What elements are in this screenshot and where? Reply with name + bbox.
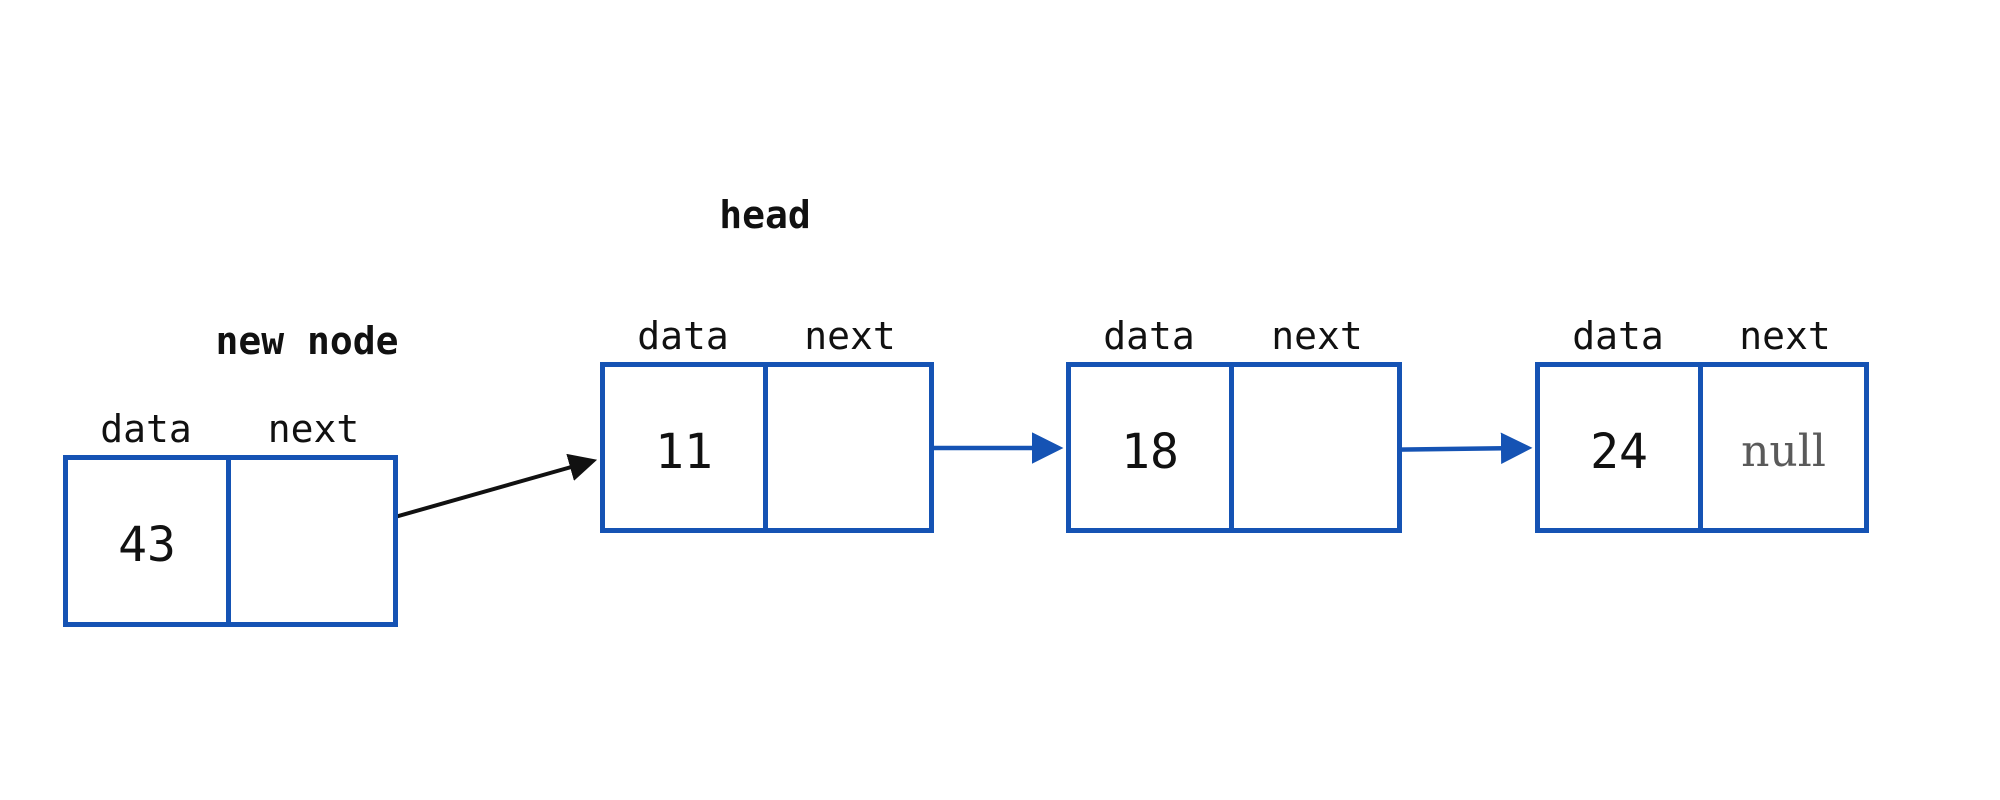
field-label-data: data (1572, 314, 1664, 358)
new-node: data next 43 (63, 405, 398, 627)
node1-field-labels: data next (600, 312, 934, 356)
node2-field-labels: data next (1066, 312, 1402, 356)
head-label: head (719, 193, 811, 237)
new-node-field-labels: data next (63, 405, 398, 449)
node1-next-cell (768, 367, 929, 528)
node2-next-cell (1234, 367, 1397, 528)
node3-field-labels: data next (1535, 312, 1869, 356)
new-node-next-cell (231, 460, 393, 622)
node3-null-value: null (1741, 425, 1826, 477)
field-label-data: data (100, 407, 192, 451)
field-label-next: next (267, 407, 360, 451)
new-node-data-value: 43 (118, 517, 176, 573)
node3-data-cell: 24 (1540, 367, 1703, 528)
node2-data-cell: 18 (1071, 367, 1234, 528)
node3-data-value: 24 (1590, 423, 1648, 480)
field-label-next: next (1271, 314, 1363, 358)
new-node-label: new node (215, 319, 399, 363)
field-label-next: next (1739, 314, 1831, 358)
list-node-1: data next 11 (600, 312, 934, 533)
field-label-data: data (1103, 314, 1195, 358)
new-node-data-cell: 43 (68, 460, 231, 622)
node2-box: 18 (1066, 362, 1402, 533)
field-label-data: data (637, 314, 729, 358)
node1-box: 11 (600, 362, 934, 533)
field-label-next: next (804, 314, 896, 358)
node3-next-cell: null (1703, 367, 1864, 528)
node2-data-value: 18 (1121, 423, 1179, 480)
node1-data-cell: 11 (605, 367, 768, 528)
list-node-2: data next 18 (1066, 312, 1402, 533)
list-node-3: data next 24 null (1535, 312, 1869, 533)
new-node-box: 43 (63, 455, 398, 627)
node1-data-value: 11 (655, 423, 713, 480)
node3-box: 24 null (1535, 362, 1869, 533)
